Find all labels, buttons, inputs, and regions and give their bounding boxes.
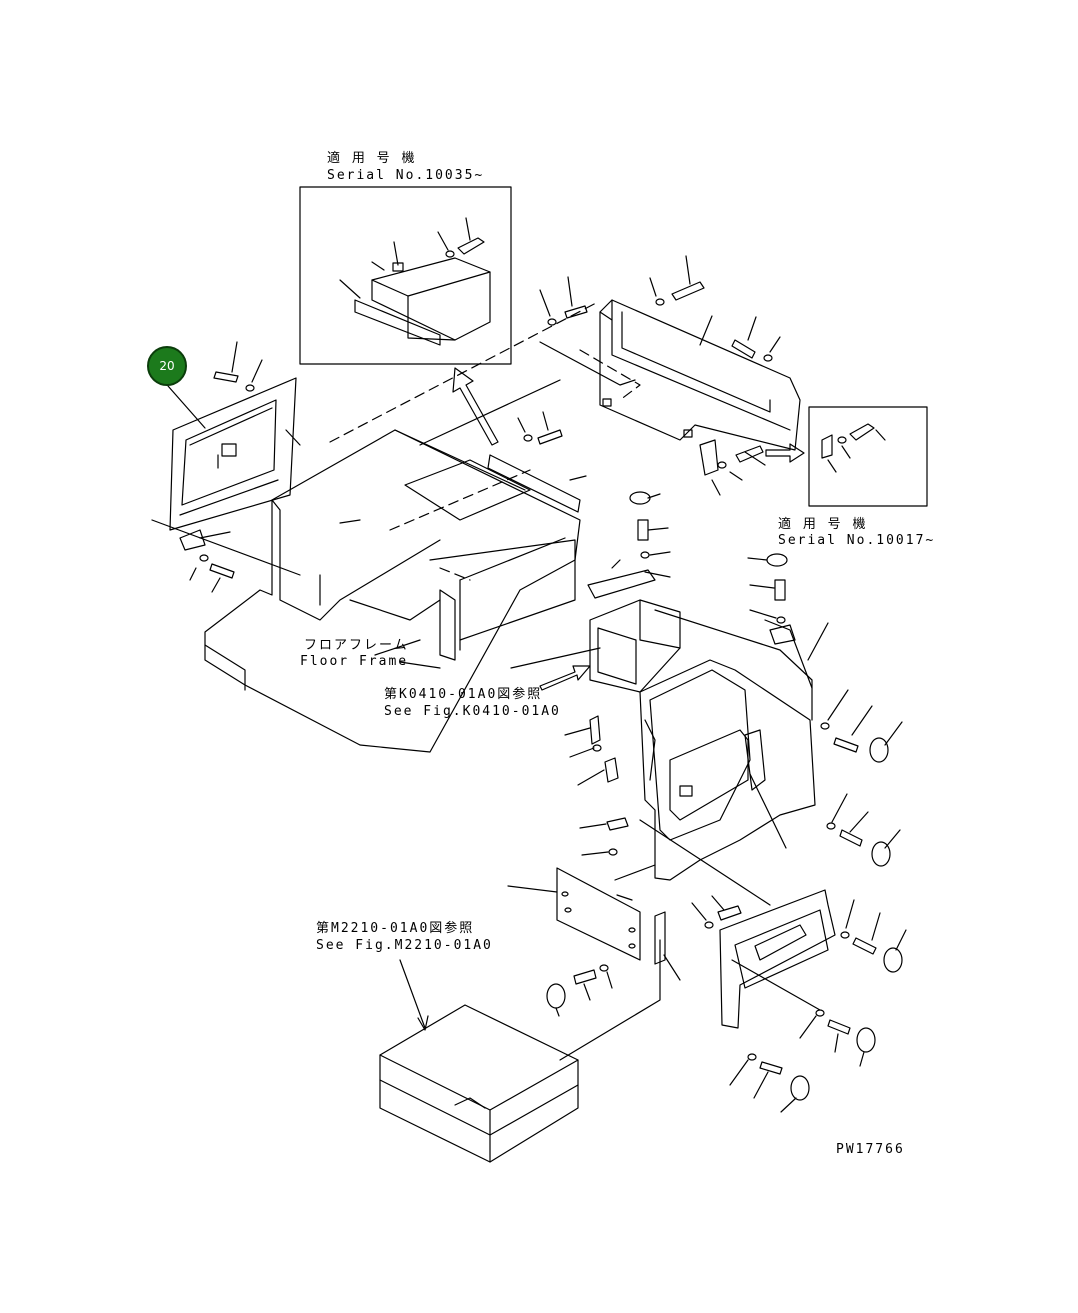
callout-20-marker[interactable]: 20 <box>147 346 187 386</box>
inset-right-serial: Serial No.10017~ <box>778 533 936 548</box>
lower-plates <box>508 868 906 1112</box>
floor-frame-label-en: Floor Frame <box>300 654 409 669</box>
inset-box-top <box>300 187 511 364</box>
drawing-number: PW17766 <box>836 1142 905 1157</box>
arrow-to-top-inset <box>453 368 498 445</box>
right-cab-housing <box>511 492 902 905</box>
floor-frame-leader <box>375 640 420 655</box>
top-right-console <box>420 256 800 495</box>
inset-top-title: 適 用 号 機 <box>327 151 417 166</box>
left-side-panel <box>152 342 300 592</box>
ref-k0410-en: See Fig.K0410-01A0 <box>384 704 561 719</box>
ref-k0410-jp: 第K0410-01A0図参照 <box>384 687 543 702</box>
middle-cover <box>588 560 680 692</box>
inset-top-serial: Serial No.10035~ <box>327 168 485 183</box>
lower-box <box>380 960 578 1162</box>
ref-m2210-jp: 第M2210-01A0図参照 <box>316 921 475 936</box>
inset-right-title: 適 用 号 機 <box>778 517 868 532</box>
inset-box-right <box>766 407 927 506</box>
floor-frame-leader-2 <box>400 662 440 668</box>
floor-frame-label-jp: フロアフレーム <box>304 638 409 653</box>
floor-frame <box>205 430 580 752</box>
callout-number: 20 <box>159 359 175 373</box>
hidden-lines <box>330 302 640 580</box>
arrow-k0410 <box>540 666 590 690</box>
center-strip <box>488 412 586 512</box>
ref-m2210-en: See Fig.M2210-01A0 <box>316 938 493 953</box>
